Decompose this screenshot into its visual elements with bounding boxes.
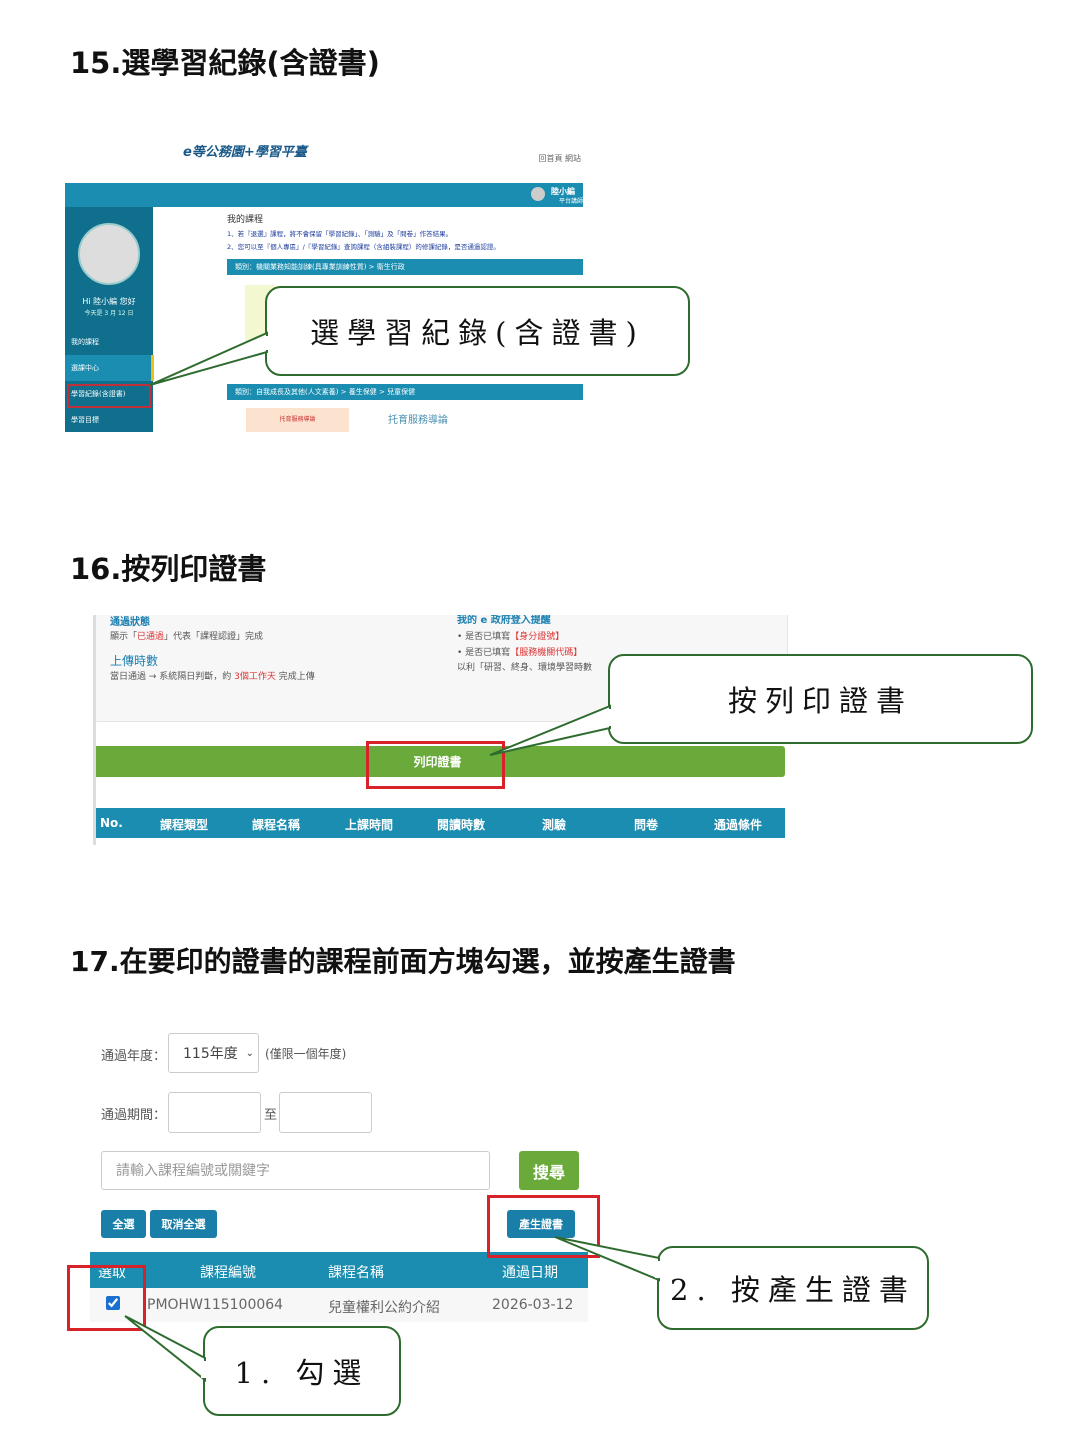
row-checkbox[interactable] <box>106 1296 120 1310</box>
menu-course-center[interactable]: 選課中心 <box>71 364 99 372</box>
cert-table-header: 選取 課程編號 課程名稱 通過日期 <box>90 1252 588 1288</box>
col-survey: 問卷 <box>634 818 659 832</box>
category-bar-2: 類別：自我成長及其他(人文素養) > 養生保健 > 兒童保健 <box>227 384 583 400</box>
menu-learning-record[interactable]: 學習紀錄(含證書) <box>71 390 126 398</box>
category-bar-1: 類別：機關業務知能訓練(具專業訓練性質) > 衛生行政 <box>227 259 583 275</box>
search-button[interactable]: 搜尋 <box>519 1151 579 1190</box>
search-input[interactable]: 請輸入課程編號或關鍵字 <box>101 1151 490 1190</box>
top-bar: 陸小編 平台講師 <box>65 183 583 207</box>
upload-title: 上傳時數 <box>110 654 159 668</box>
callout-print: 按列印證書 <box>608 654 1033 744</box>
col-type: 課程類型 <box>160 818 209 832</box>
year-label: 通過年度： <box>101 1049 167 1064</box>
status-text: 顯示「已通過」代表「課程認證」完成 <box>110 632 264 642</box>
bullet-2: • 是否已填寫【服務機關代碼】 <box>457 648 583 658</box>
generate-certificate-button[interactable]: 產生證書 <box>507 1210 575 1238</box>
section-15-heading: 15.選學習紀錄(含證書) <box>70 46 380 80</box>
col-name: 課程名稱 <box>252 818 301 832</box>
deselect-all-button[interactable]: 取消全選 <box>150 1210 217 1238</box>
course-thumb-2[interactable]: 托育服務導論 <box>246 408 349 432</box>
pointer-15 <box>149 331 268 386</box>
period-end-input[interactable] <box>279 1092 372 1133</box>
category-1: 類別：機關業務知能訓練(具專業訓練性質) > 衛生行政 <box>235 263 405 271</box>
col-code: 課程編號 <box>200 1265 256 1281</box>
page-title: 我的課程 <box>227 215 264 225</box>
reminder-tail: 以利「研習、終身、環境學習時數 <box>457 663 593 673</box>
period-to-label: 至 <box>264 1108 278 1123</box>
pointer-17-generate <box>554 1236 660 1282</box>
callout-select-record: 選學習紀錄(含證書) <box>265 286 690 376</box>
greeting: Hi 陸小編 您好 <box>82 297 136 306</box>
note-2: 2、您可以至『個人專區』/『學習紀錄』查詢課程（含組裝課程）的修課紀錄，是否通過… <box>227 243 500 251</box>
chevron-down-icon: ⌄ <box>245 1048 254 1059</box>
pointer-16 <box>489 704 611 756</box>
callout-generate: 2. 按產生證書 <box>657 1246 929 1330</box>
col-time: 上課時間 <box>345 818 394 832</box>
col-pass-date: 通過日期 <box>502 1265 558 1281</box>
col-course-name: 課程名稱 <box>328 1265 384 1281</box>
year-select[interactable]: 115年度⌄ <box>168 1033 259 1073</box>
col-condition: 通過條件 <box>714 818 763 832</box>
col-test: 測驗 <box>542 818 567 832</box>
record-table-header: No. 課程類型 課程名稱 上課時間 閱讀時數 測驗 問卷 通過條件 <box>96 808 785 838</box>
callout-check: 1. 勾選 <box>203 1326 401 1416</box>
col-hours: 閱讀時數 <box>437 818 486 832</box>
user-role: 平台講師 <box>558 198 583 205</box>
user-name: 陸小編 <box>551 187 575 196</box>
user-avatar[interactable] <box>531 187 545 201</box>
screenshot-learning-platform: e等公務園+學習平臺 回首頁 網站 陸小編 平台講師 Hi 陸小編 您好 今天是… <box>65 135 583 432</box>
menu-learning-goal[interactable]: 學習目標 <box>71 416 99 424</box>
bullet-1: • 是否已填寫【身分證號】 <box>457 632 565 642</box>
menu-course-center-bg <box>65 355 154 381</box>
section-16-heading: 16.按列印證書 <box>70 552 267 586</box>
today-date: 今天是 3 月 12 日 <box>84 310 134 317</box>
select-all-button[interactable]: 全選 <box>101 1210 146 1238</box>
menu-my-courses[interactable]: 我的課程 <box>71 338 99 346</box>
col-select: 選取 <box>98 1265 126 1281</box>
category-2: 類別：自我成長及其他(人文素養) > 養生保健 > 兒童保健 <box>235 388 416 396</box>
row-name: 兒童權利公約介紹 <box>328 1300 440 1316</box>
row-code: PMOHW115100064 <box>147 1297 284 1313</box>
cert-table-row: PMOHW115100064 兒童權利公約介紹 2026-03-12 <box>90 1288 588 1322</box>
row-date: 2026-03-12 <box>492 1297 574 1313</box>
period-start-input[interactable] <box>168 1092 261 1133</box>
highlight-print-button <box>366 741 505 789</box>
year-note: (僅限一個年度) <box>265 1047 347 1061</box>
profile-avatar[interactable] <box>78 223 140 285</box>
course-title[interactable]: 托育服務導論 <box>388 415 448 426</box>
reminder-title: 我的 e 政府登入提醒 <box>457 615 551 626</box>
upload-text: 當日通過 → 系統隔日判斷，約 3個工作天 完成上傳 <box>110 672 315 682</box>
pointer-17-check <box>124 1315 206 1383</box>
platform-logo: e等公務園+學習平臺 <box>183 145 307 160</box>
print-certificate-button[interactable]: 列印證書 <box>96 746 785 777</box>
note-1: 1、若『退選』課程，將不會保留「學習紀錄」、「測驗」及「問卷」作答結果。 <box>227 230 453 238</box>
sidebar: Hi 陸小編 您好 今天是 3 月 12 日 我的課程 選課中心 學習紀錄(含證… <box>65 207 154 432</box>
col-no: No. <box>100 816 123 830</box>
highlight-checkbox <box>67 1265 146 1331</box>
highlight-generate <box>487 1195 600 1258</box>
period-label: 通過期間： <box>101 1108 167 1123</box>
section-17-heading: 17.在要印的證書的課程前面方塊勾選，並按產生證書 <box>70 945 736 978</box>
status-title: 通過狀態 <box>110 617 150 628</box>
top-links[interactable]: 回首頁 網站 <box>538 154 581 163</box>
highlight-box <box>67 384 151 408</box>
